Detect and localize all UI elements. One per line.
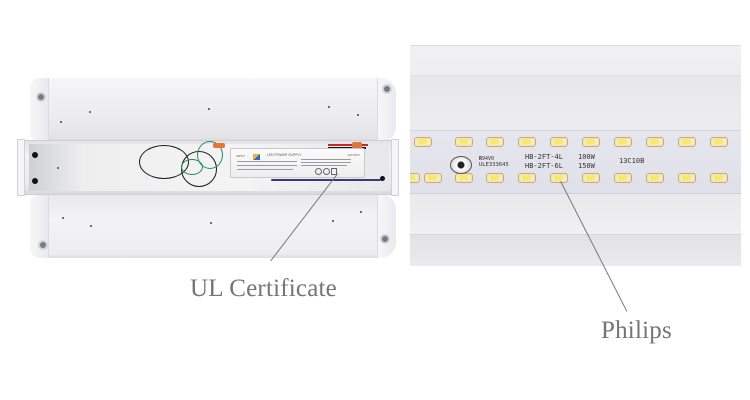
driver-input-label: INPUT [236,154,245,158]
ul-file-number: ULE333645 [479,162,509,168]
watt-100: 100W [578,153,595,161]
flammability-rating: 94V0 [482,156,495,162]
model-6l: HB-2FT-6L [525,162,563,170]
fixture-driver-photo: INPUT LED POWER SUPPLY OUTPUT [0,0,410,270]
ul-mark-icon [323,168,330,175]
recycle-mark-icon [331,168,337,175]
lower-housing [30,194,396,258]
led-strip-photo: R94V0 ULE333645 HB-2FT-4L 100W HB-2FT-6L… [410,45,741,266]
ul-recognized-icon: R [479,156,483,162]
led-pcb: R94V0 ULE333645 HB-2FT-4L 100W HB-2FT-6L… [410,130,741,194]
upper-housing [30,78,396,142]
led-driver-box: INPUT LED POWER SUPPLY OUTPUT [230,148,365,178]
certification-mark-icon [315,168,322,175]
batch-code: 13C10B [619,157,645,165]
model-4l: HB-2FT-4L [525,153,563,161]
philips-caption: Philips [601,317,672,344]
ul-certificate-caption: UL Certificate [190,275,337,302]
output-wires [326,141,376,151]
watt-150: 150W [578,162,595,170]
mounting-screw-icon [450,156,472,174]
driver-brand-logo [253,154,260,160]
driver-title: LED POWER SUPPLY [267,153,302,157]
driver-output-label: OUTPUT [347,153,360,157]
